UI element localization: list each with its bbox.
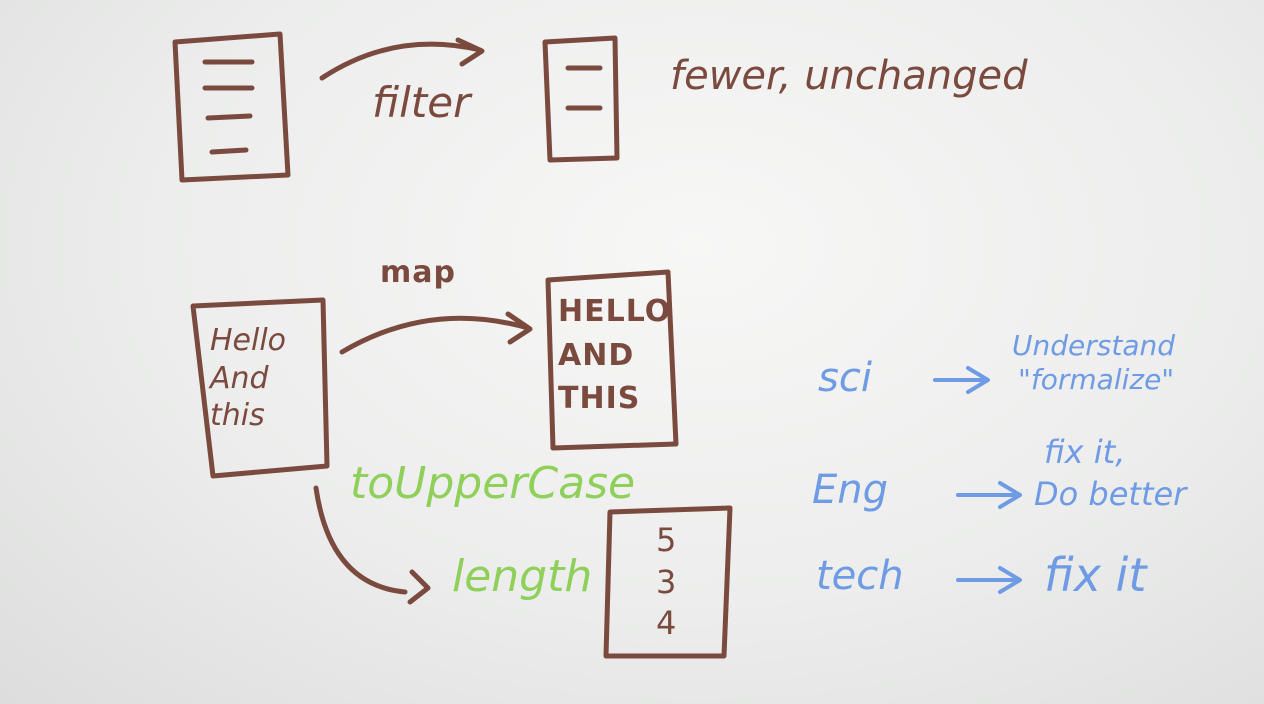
- eng-arrow: [956, 481, 1022, 509]
- note-sci-line: Understand: [1012, 329, 1175, 362]
- note-eng-label: Eng: [812, 467, 889, 513]
- note-tech-label: tech: [816, 553, 904, 599]
- tech-arrow: [956, 566, 1022, 594]
- map-output-line: HELLO: [558, 294, 672, 329]
- length-output-line: 3: [656, 562, 677, 601]
- map-input-line: this: [210, 398, 265, 433]
- map-input-box: [190, 297, 330, 479]
- filter-result-text: fewer, unchanged: [670, 53, 1028, 99]
- map-arrow: [339, 311, 533, 355]
- filter-arrow: [319, 37, 485, 81]
- map-input-text: Hello And this: [210, 322, 286, 435]
- filter-output-document: [542, 35, 620, 163]
- map-input-line: And: [210, 360, 269, 396]
- map-output-line: THIS: [558, 381, 641, 416]
- note-eng-line: Do better: [1034, 475, 1187, 513]
- filter-label: filter: [372, 78, 471, 127]
- length-output-box: [603, 505, 733, 659]
- length-arrow: [313, 485, 431, 605]
- length-output-text: 5 3 4: [656, 520, 676, 645]
- note-sci-line: "formalize": [1018, 363, 1175, 396]
- note-tech-line: fix it: [1044, 548, 1147, 602]
- map-label: map: [380, 255, 456, 290]
- map-output-box: [545, 269, 679, 451]
- map-input-line: Hello: [210, 323, 287, 358]
- map-output-text: HELLO AND THIS: [558, 290, 671, 421]
- map-output-line: AND: [558, 337, 635, 373]
- sci-arrow: [933, 366, 990, 394]
- note-eng-line: fix it,: [1044, 433, 1126, 471]
- length-label: length: [452, 551, 593, 602]
- length-output-line: 4: [656, 604, 677, 643]
- filter-input-document: [172, 31, 291, 183]
- to-upper-case-label: toUpperCase: [350, 458, 636, 509]
- note-sci-label: sci: [818, 355, 872, 401]
- length-output-line: 5: [656, 521, 677, 559]
